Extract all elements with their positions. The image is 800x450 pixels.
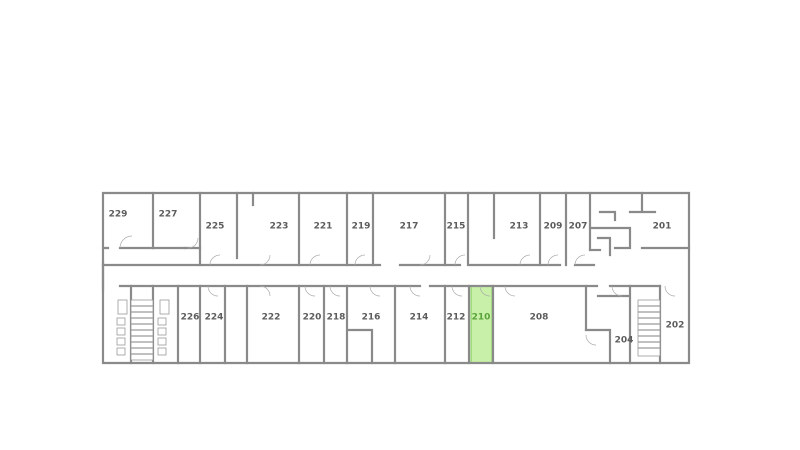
room-217-label[interactable]: 217 — [400, 222, 419, 232]
room-225-label[interactable]: 225 — [206, 222, 225, 232]
room-226-label[interactable]: 226 — [181, 313, 200, 323]
room-212-label[interactable]: 212 — [447, 313, 466, 323]
room-223-label[interactable]: 223 — [270, 222, 289, 232]
room-227-label[interactable]: 227 — [159, 210, 178, 220]
room-224-label[interactable]: 224 — [205, 313, 224, 323]
room-210-label[interactable]: 210 — [472, 313, 491, 323]
room-210-area[interactable] — [470, 285, 493, 364]
stairs-right — [637, 299, 661, 357]
room-208-label[interactable]: 208 — [530, 313, 549, 323]
room-220-label[interactable]: 220 — [303, 313, 322, 323]
room-216-label[interactable]: 216 — [362, 313, 381, 323]
room-221-label[interactable]: 221 — [314, 222, 333, 232]
doors — [119, 235, 676, 346]
room-209-label[interactable]: 209 — [544, 222, 563, 232]
room-214-label[interactable]: 214 — [410, 313, 429, 323]
room-207-label[interactable]: 207 — [569, 222, 588, 232]
room-204-label[interactable]: 204 — [615, 336, 634, 346]
room-202-label[interactable]: 202 — [666, 321, 685, 331]
restroom-fixtures-left — [116, 299, 170, 356]
room-218-label[interactable]: 218 — [327, 313, 346, 323]
room-229-label[interactable]: 229 — [109, 210, 128, 220]
bottom-row-walls — [129, 284, 662, 365]
corridor-walls — [101, 246, 662, 292]
room-201-label[interactable]: 201 — [653, 222, 672, 232]
room-215-label[interactable]: 215 — [447, 222, 466, 232]
room-labels: 229 227 225 223 221 219 217 215 213 209 … — [109, 210, 685, 346]
room-219-label[interactable]: 219 — [352, 222, 371, 232]
top-row-walls — [118, 191, 691, 267]
stairs-left — [130, 299, 154, 361]
room-213-label[interactable]: 213 — [510, 222, 529, 232]
room-222-label[interactable]: 222 — [262, 313, 281, 323]
